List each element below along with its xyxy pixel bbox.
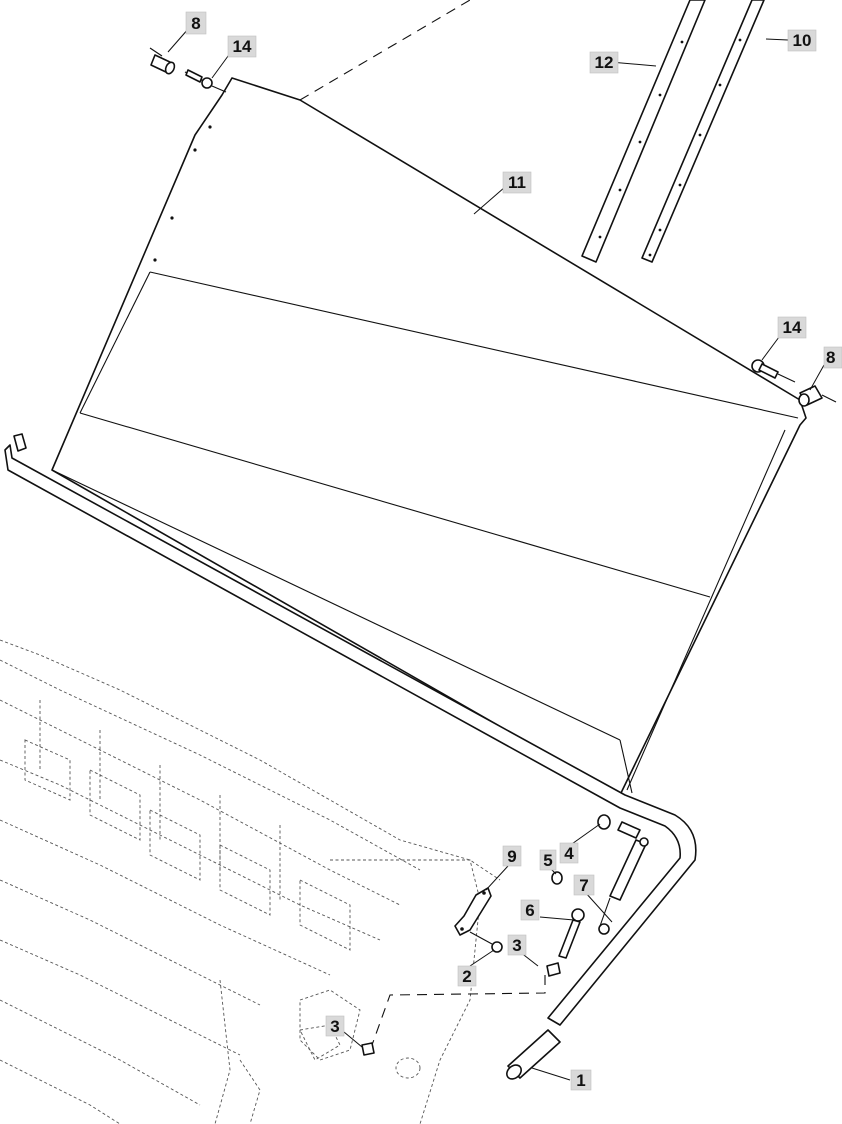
svg-text:5: 5: [543, 851, 552, 870]
part-3-nut-upper: [546, 962, 561, 977]
part-3-nut-lower: [361, 1042, 375, 1056]
svg-text:2: 2: [462, 967, 471, 986]
callout-4: 4: [559, 842, 579, 864]
hinge-bar: [4, 433, 697, 1026]
dashed-leader-top: [299, 0, 471, 101]
callout-3-lower: 3: [325, 1015, 345, 1037]
svg-text:14: 14: [233, 37, 252, 56]
callout-5: 5: [539, 849, 557, 871]
svg-text:10: 10: [793, 31, 812, 50]
part-6-screw: [558, 908, 585, 959]
callout-11: 11: [502, 171, 532, 194]
part-12-strip: [581, 0, 706, 263]
svg-text:1: 1: [576, 1071, 585, 1090]
svg-text:14: 14: [783, 318, 802, 337]
svg-text:4: 4: [564, 844, 574, 863]
callout-8-top: 8: [185, 11, 207, 35]
dashed-leader-bottom: [371, 975, 546, 1046]
part-9-bracket: [454, 887, 492, 936]
svg-text:9: 9: [507, 847, 516, 866]
part-10-strip: [641, 0, 765, 263]
ghost-machine-frame: [0, 639, 501, 1124]
svg-text:11: 11: [508, 173, 526, 192]
callout-9: 9: [502, 845, 522, 867]
callout-1: 1: [570, 1069, 592, 1091]
part-11-cover-panel: [51, 77, 807, 796]
part-14-bolt-top: [184, 69, 227, 93]
part-4-bushing: [597, 814, 611, 830]
part-14-bolt-right: [751, 359, 796, 383]
callout-10: 10: [787, 29, 817, 52]
part-2-screw: [469, 931, 503, 953]
svg-text:8: 8: [191, 14, 200, 33]
callout-14-right: 14: [777, 316, 807, 339]
svg-text:6: 6: [525, 901, 534, 920]
part-1-grip: [506, 1029, 561, 1080]
callout-2: 2: [457, 965, 477, 987]
part-8-bushing-right: [798, 385, 837, 407]
part-5-nut: [551, 871, 563, 885]
callout-7: 7: [573, 874, 595, 896]
svg-text:3: 3: [330, 1017, 339, 1036]
leader-lines: [167, 27, 825, 1081]
svg-text:7: 7: [579, 876, 588, 895]
part-7-gas-strut: [598, 821, 649, 935]
svg-text:3: 3: [512, 936, 521, 955]
svg-text:8: 8: [826, 348, 835, 367]
callout-14-top: 14: [227, 35, 257, 58]
callout-8-right: 8: [823, 346, 842, 369]
callout-6: 6: [520, 899, 540, 921]
part-8-bushing-top: [149, 47, 176, 75]
svg-text:12: 12: [595, 53, 614, 72]
callout-3-upper: 3: [507, 934, 527, 956]
callout-12: 12: [589, 51, 619, 74]
